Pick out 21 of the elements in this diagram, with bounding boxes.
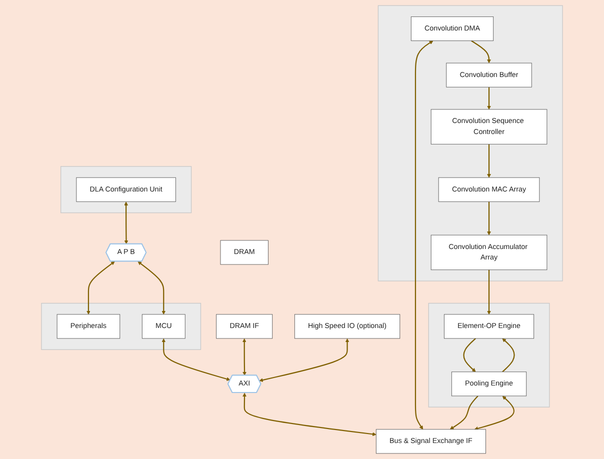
cluster bbox=[428, 302, 550, 408]
arrow bbox=[474, 396, 514, 430]
arrow bbox=[242, 392, 376, 436]
arrow bbox=[487, 202, 491, 236]
arrow bbox=[502, 338, 515, 372]
arrow bbox=[86, 261, 115, 315]
arrow bbox=[487, 87, 491, 110]
arrow bbox=[487, 144, 491, 178]
arrow bbox=[487, 270, 491, 315]
arrow bbox=[450, 396, 478, 430]
arrow bbox=[162, 338, 230, 381]
arrow bbox=[471, 40, 491, 64]
cluster bbox=[41, 302, 202, 350]
arrow bbox=[124, 202, 128, 244]
cluster bbox=[60, 166, 192, 214]
arrow bbox=[242, 338, 246, 376]
cluster bbox=[378, 5, 563, 282]
arrow bbox=[138, 261, 166, 315]
arrow bbox=[259, 338, 350, 382]
arrow bbox=[414, 40, 434, 430]
arrow bbox=[463, 338, 476, 372]
